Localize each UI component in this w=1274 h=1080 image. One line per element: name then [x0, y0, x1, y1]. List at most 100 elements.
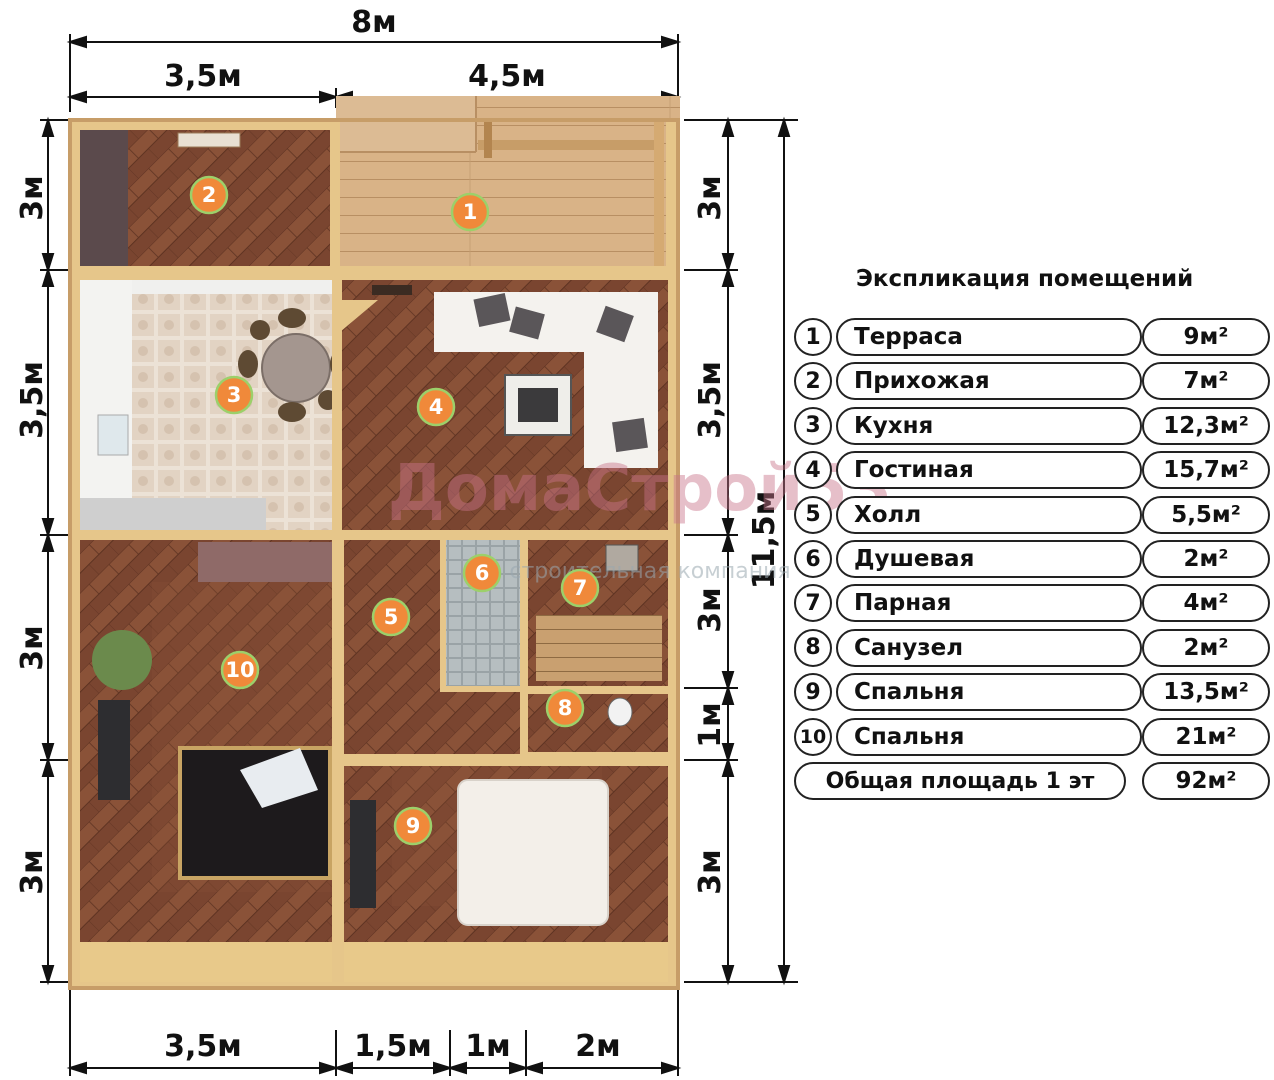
room-badges: 1 2 3 4 5 6 7 8 9 10	[189, 175, 600, 846]
sauna-bench	[536, 615, 662, 681]
badge-7: 7	[560, 568, 600, 608]
legend-room-area: 12,3м²	[1142, 406, 1270, 445]
legend-room-area: 7м²	[1142, 362, 1270, 401]
svg-text:6: 6	[475, 561, 490, 585]
legend-total-label: Общая площадь 1 эт	[794, 762, 1126, 800]
plant	[92, 630, 152, 690]
tv-stand	[98, 700, 130, 800]
legend-room-area: 4м²	[1142, 584, 1270, 623]
dim-left-1: 3м	[15, 175, 50, 220]
legend-room-name: Прихожая	[836, 362, 1142, 401]
svg-text:10: 10	[225, 658, 254, 682]
legend-room-name: Парная	[836, 584, 1142, 623]
badge-5: 5	[371, 597, 411, 637]
legend-room-name: Душевая	[836, 540, 1142, 578]
dim-bottom-3: 1м	[465, 1029, 510, 1064]
terrace-steps	[336, 96, 476, 152]
dim-right-4: 1м	[693, 702, 728, 747]
legend-room-number: 8	[794, 628, 832, 667]
badge-10: 10	[220, 650, 260, 690]
svg-text:8: 8	[558, 696, 573, 720]
legend-room-number: 1	[794, 318, 832, 356]
toilet	[607, 697, 633, 727]
terrace-railing	[478, 140, 663, 150]
bed-9	[457, 779, 609, 926]
legend-room-number: 5	[794, 495, 832, 534]
dining-table	[261, 333, 331, 403]
legend-total-row: Общая площадь 1 эт 92м²	[790, 762, 1270, 800]
badge-8: 8	[545, 688, 585, 728]
legend-room-area: 15,7м²	[1142, 451, 1270, 490]
svg-text:4: 4	[429, 395, 444, 419]
legend-room-name: Санузел	[836, 628, 1142, 667]
legend-room-name: Холл	[836, 495, 1142, 534]
dim-bottom-4: 2м	[575, 1029, 620, 1064]
dim-right-5: 3м	[693, 849, 728, 894]
badge-4: 4	[416, 387, 456, 427]
legend-room-name: Кухня	[836, 406, 1142, 445]
legend-title: Экспликация помещений	[856, 266, 1194, 292]
dresser	[198, 542, 332, 582]
legend-room-name: Гостиная	[836, 451, 1142, 490]
room-hall	[344, 540, 440, 754]
svg-text:7: 7	[573, 576, 588, 600]
dim-top-right: 4,5м	[468, 59, 546, 94]
badge-2: 2	[189, 175, 229, 215]
kitchen-counter	[80, 280, 132, 530]
legend-room-area: 2м²	[1142, 540, 1270, 578]
svg-text:5: 5	[384, 605, 399, 629]
dim-right-2: 3,5м	[693, 361, 728, 439]
svg-text:9: 9	[406, 814, 421, 838]
window	[177, 132, 241, 148]
dim-top-left: 3,5м	[164, 59, 242, 94]
sink	[97, 414, 129, 456]
legend-room-number: 7	[794, 584, 832, 623]
legend-room-area: 2м²	[1142, 628, 1270, 667]
legend-room-number: 2	[794, 362, 832, 401]
legend-room-area: 9м²	[1142, 318, 1270, 356]
legend-room-name: Спальня	[836, 717, 1142, 756]
legend-room-area: 5,5м²	[1142, 495, 1270, 534]
legend-room-area: 13,5м²	[1142, 673, 1270, 712]
dim-right-1: 3м	[693, 175, 728, 220]
legend-room-name: Спальня	[836, 673, 1142, 712]
legend-total-area: 92м²	[1142, 762, 1270, 800]
sauna-stove	[605, 544, 639, 572]
dim-left-2: 3,5м	[15, 361, 50, 439]
badge-3: 3	[214, 375, 254, 415]
dim-left-3: 3м	[15, 625, 50, 670]
badge-9: 9	[393, 806, 433, 846]
svg-text:1: 1	[463, 200, 478, 224]
dim-left-4: 3м	[15, 849, 50, 894]
dim-total-height: 11,5м	[747, 491, 782, 590]
badge-1: 1	[450, 192, 490, 232]
tv-stand-2	[350, 800, 376, 908]
legend-room-number: 10	[794, 717, 832, 756]
building	[68, 96, 680, 990]
legend-room-number: 4	[794, 451, 832, 490]
badge-6: 6	[462, 553, 502, 593]
legend-room-number: 6	[794, 540, 832, 578]
legend-room-number: 9	[794, 673, 832, 712]
legend-room-name: Терраса	[836, 318, 1142, 356]
watermark-subtitle: строительная компания	[509, 559, 790, 584]
svg-text:2: 2	[202, 183, 217, 207]
dim-total-width: 8м	[351, 5, 396, 40]
svg-text:3: 3	[227, 383, 242, 407]
dim-bottom-2: 1,5м	[354, 1029, 432, 1064]
wardrobe	[80, 130, 128, 266]
dim-right-3: 3м	[693, 587, 728, 632]
dim-bottom-1: 3,5м	[164, 1029, 242, 1064]
legend-room-area: 21м²	[1142, 717, 1270, 756]
legend-room-number: 3	[794, 406, 832, 445]
